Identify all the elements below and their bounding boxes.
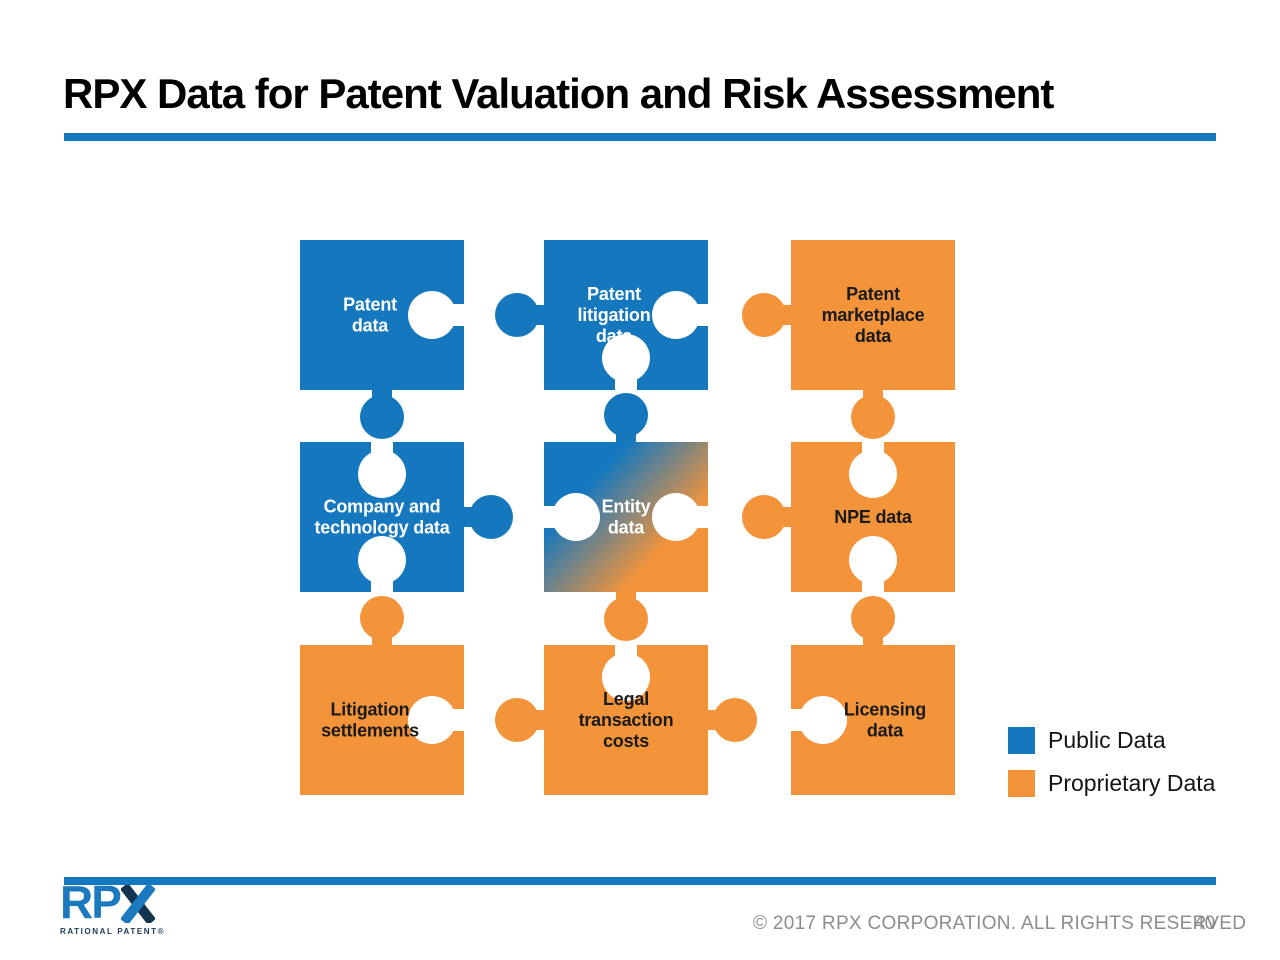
footer-rule xyxy=(64,877,1216,885)
legend-label: Public Data xyxy=(1048,726,1166,753)
rpx-logo-x-icon xyxy=(120,885,155,923)
legend-label: Proprietary Data xyxy=(1048,769,1216,796)
legend-swatch-orange xyxy=(1008,770,1035,797)
rpx-logo: RP RATIONAL PATENT® xyxy=(60,876,166,936)
legend-item: Public Data xyxy=(1008,727,1215,754)
rpx-logo-wordmark: RP xyxy=(60,876,165,928)
rpx-logo-tagline: RATIONAL PATENT® xyxy=(60,927,166,936)
title-rule xyxy=(64,133,1216,141)
puzzle-piece-npe-data: NPE data xyxy=(742,441,955,593)
slide-title: RPX Data for Patent Valuation and Risk A… xyxy=(63,70,1054,117)
footer-page-number: 40 xyxy=(1194,913,1216,934)
legend-item: Proprietary Data xyxy=(1008,770,1215,797)
rpx-logo-rp-text: RP xyxy=(60,876,122,928)
footer-copyright: © 2017 RPX CORPORATION. ALL RIGHTS RESER… xyxy=(753,913,1247,934)
legend-swatch-blue xyxy=(1008,727,1035,754)
puzzle-piece-label: NPE data xyxy=(834,507,913,527)
